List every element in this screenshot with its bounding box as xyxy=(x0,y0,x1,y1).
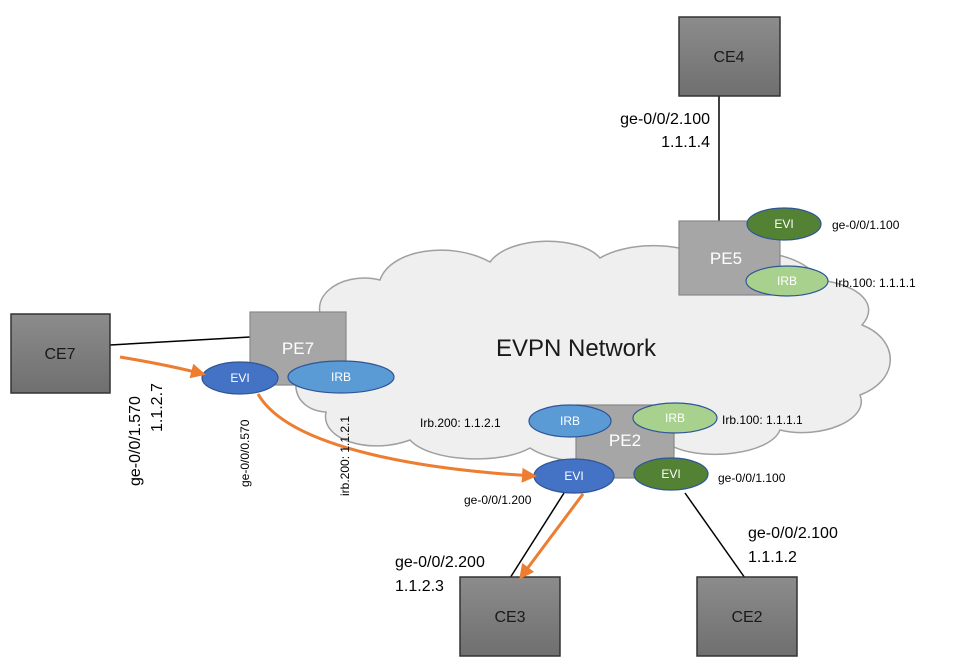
pe7-evi-interface-label: ge-0/0/0.570 xyxy=(238,419,252,487)
pe7-irb-oval: IRB xyxy=(287,360,395,394)
ce2-label: CE2 xyxy=(731,609,762,626)
ce2-ip-label: 1.1.1.2 xyxy=(748,549,797,566)
ce4-ip-label: 1.1.1.4 xyxy=(661,134,710,151)
pe7-irb-interface-label: irb.200: 1.1.2.1 xyxy=(338,416,352,496)
cloud-title: EVPN Network xyxy=(496,335,657,362)
device-ce7: CE7 xyxy=(10,313,111,394)
svg-text:IRB: IRB xyxy=(665,411,685,425)
ce2-interface-label: ge-0/0/2.100 xyxy=(748,525,838,542)
svg-text:EVI: EVI xyxy=(774,217,793,231)
pe5-evi-interface-label: ge-0/0/1.100 xyxy=(832,218,900,232)
ce4-label: CE4 xyxy=(713,49,744,66)
pe2-irb-right-oval: IRB xyxy=(632,402,718,434)
svg-text:IRB: IRB xyxy=(777,274,797,288)
pe2-irb-right-interface-label: Irb.100: 1.1.1.1 xyxy=(722,413,803,427)
svg-text:IRB: IRB xyxy=(560,414,580,428)
svg-text:EVI: EVI xyxy=(230,371,249,385)
ce7-interface-label: ge-0/0/1.570 xyxy=(127,396,144,486)
pe2-irb-left-oval: IRB xyxy=(528,404,612,438)
traffic-arrow-pe7-to-pe2 xyxy=(256,393,537,483)
link-ce7-pe7 xyxy=(109,336,251,346)
pe2-evi-right-oval: EVI xyxy=(633,457,709,491)
pe5-evi-oval: EVI xyxy=(746,207,822,241)
traffic-arrow-ce7-to-pe7 xyxy=(119,355,206,379)
device-ce3: CE3 xyxy=(459,576,561,657)
pe7-label: PE7 xyxy=(282,339,314,358)
pe5-label: PE5 xyxy=(710,249,742,268)
ce3-ip-label: 1.1.2.3 xyxy=(395,578,444,595)
pe2-label: PE2 xyxy=(609,431,641,450)
pe2-evi-right-interface-label: ge-0/0/1.100 xyxy=(718,471,786,485)
ce4-interface-label: ge-0/0/2.100 xyxy=(620,111,710,128)
svg-text:EVI: EVI xyxy=(564,469,583,483)
pe5-irb-interface-label: Irb.100: 1.1.1.1 xyxy=(835,276,916,290)
device-ce2: CE2 xyxy=(696,576,798,657)
pe5-irb-oval: IRB xyxy=(745,265,829,297)
pe2-irb-left-interface-label: Irb.200: 1.1.2.1 xyxy=(420,416,501,430)
ce7-ip-label: 1.1.2.7 xyxy=(149,383,166,432)
link-ce2-pe2 xyxy=(684,492,746,579)
device-ce4: CE4 xyxy=(678,16,781,97)
ce3-label: CE3 xyxy=(494,609,525,626)
traffic-arrow-pe2-to-ce3 xyxy=(519,493,585,580)
evpn-cloud xyxy=(295,240,891,464)
ce3-interface-label: ge-0/0/2.200 xyxy=(395,554,485,571)
link-ce3-pe2 xyxy=(509,492,565,579)
svg-text:IRB: IRB xyxy=(331,370,351,384)
svg-text:EVI: EVI xyxy=(661,467,680,481)
pe2-evi-left-oval: EVI xyxy=(533,458,615,494)
ce7-label: CE7 xyxy=(44,346,75,363)
pe2-evi-left-interface-label: ge-0/0/1.200 xyxy=(464,493,532,507)
pe7-evi-oval: EVI xyxy=(201,361,279,395)
